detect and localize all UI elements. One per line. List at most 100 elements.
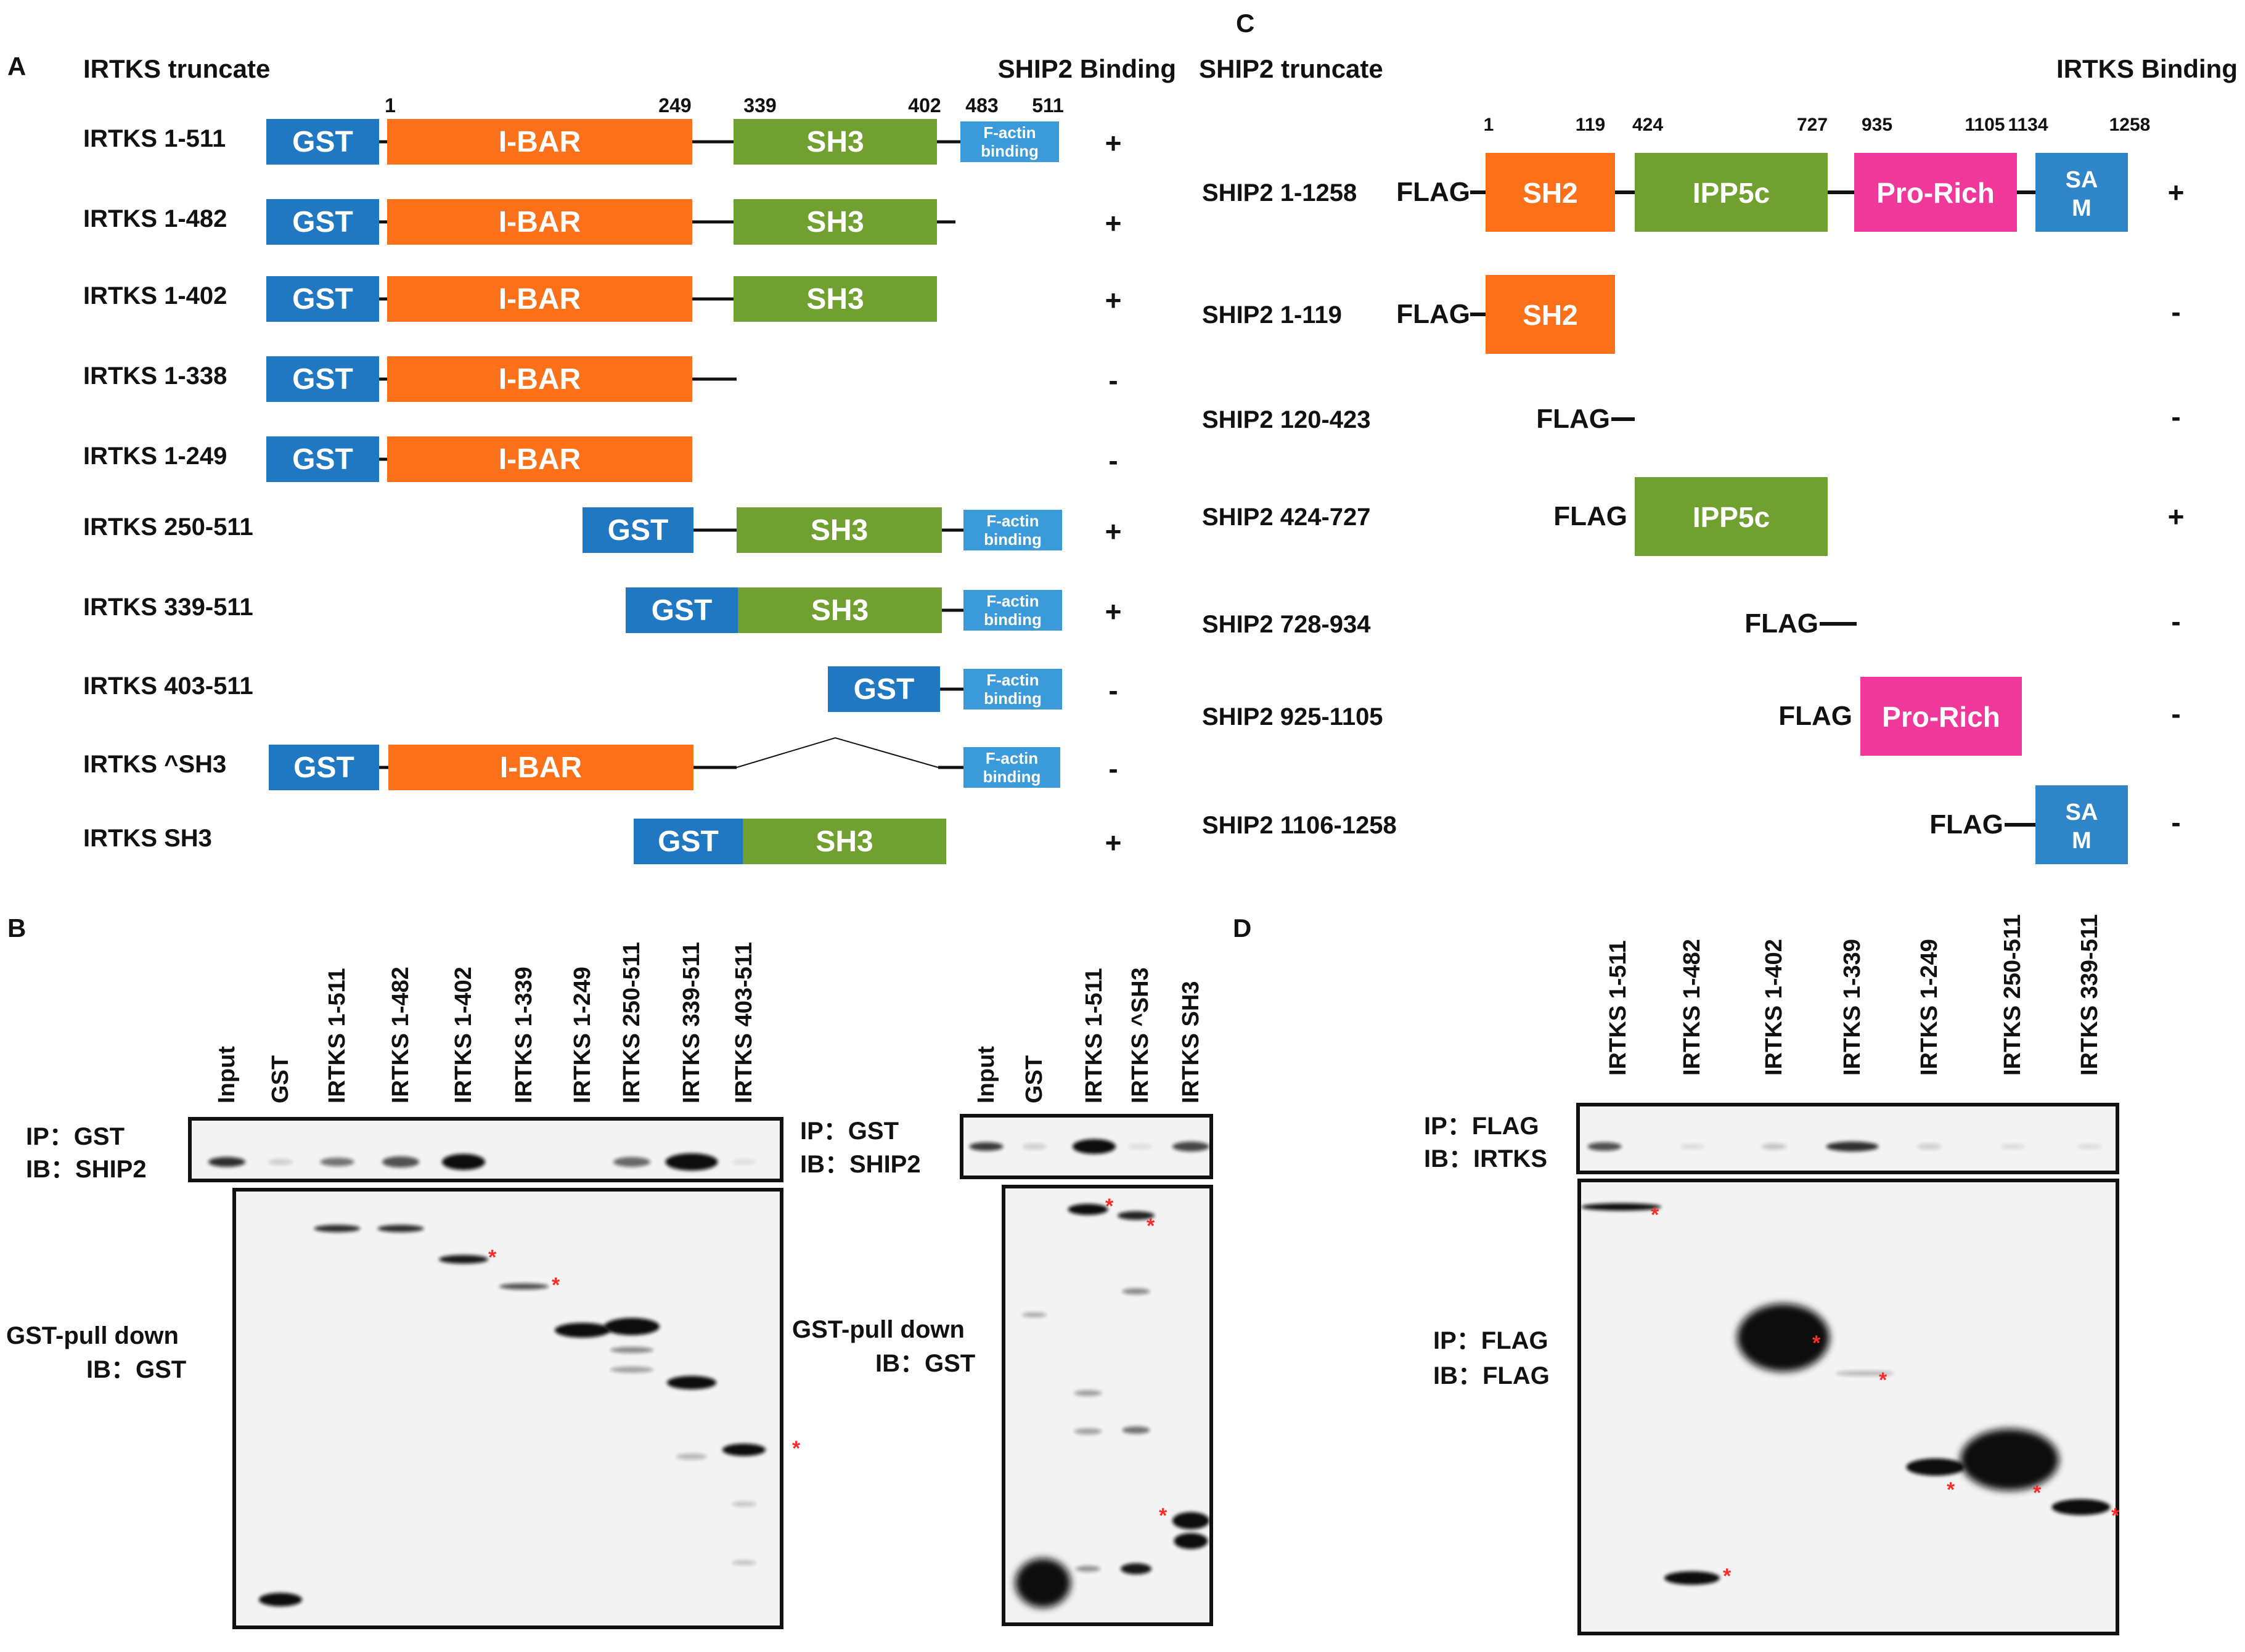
ib-flag-label: IB：FLAG (1433, 1362, 1550, 1389)
gst-band (610, 1367, 653, 1373)
ibar-domain-label: I-BAR (499, 126, 581, 158)
binding-result-a: - (1108, 444, 1118, 476)
panel-letter-d: D (1233, 914, 1251, 943)
ship2-band (442, 1154, 485, 1170)
asterisk-marker: * (1651, 1203, 1659, 1227)
binding-result-a: + (1105, 284, 1122, 316)
construct-label-c: SHIP2 925-1105 (1202, 703, 1383, 730)
gst-domain-label: GST (292, 363, 353, 396)
lane-label: IRTKS 339-511 (679, 942, 705, 1103)
gst-domain (266, 199, 379, 245)
position-label: 339 (743, 94, 776, 117)
construct-label-a: IRTKS 1-511 (83, 125, 226, 152)
gst-band (722, 1444, 766, 1456)
ip-label: IP：GST (800, 1118, 899, 1145)
construct-label-a: IRTKS SH3 (83, 825, 212, 852)
gst-band (555, 1323, 610, 1338)
construct-label-c: SHIP2 1106-1258 (1202, 812, 1397, 839)
construct-label-c: SHIP2 1-119 (1202, 301, 1342, 329)
factin-label-1: F-actin (986, 749, 1038, 767)
sh3-domain (734, 199, 937, 245)
gst-band (499, 1283, 549, 1290)
asterisk-marker: * (1947, 1478, 1955, 1502)
position-label: 249 (658, 94, 691, 117)
binding-result-c: + (2168, 176, 2185, 208)
gst-band (732, 1502, 756, 1507)
blot-frame-ship2-left (188, 1117, 783, 1182)
ip-label: IP：FLAG (1424, 1113, 1539, 1140)
blot-frame-flag (1577, 1179, 2119, 1635)
ipp5c-domain-label: IPP5c (1693, 501, 1770, 533)
sh3-domain-label: SH3 (816, 825, 873, 858)
asterisk-marker: * (1159, 1504, 1167, 1527)
gst-band (1172, 1512, 1209, 1529)
gst-domain (266, 436, 379, 482)
panel-a-title: IRTKS truncate (83, 54, 270, 83)
factin-label-2: binding (981, 142, 1039, 160)
lane-label: IRTKS 250-511 (619, 942, 645, 1103)
sh2-domain (1486, 275, 1615, 354)
gst-band (1174, 1533, 1208, 1549)
position-label: 1134 (2008, 115, 2048, 135)
lane-label: IRTKS ^SH3 (1127, 967, 1153, 1103)
ship2-band (1073, 1139, 1116, 1154)
ibar-domain (387, 199, 692, 245)
prorich-domain (1854, 153, 2017, 232)
panel-c-title: SHIP2 truncate (1199, 54, 1383, 83)
pulldown-label: GST-pull down (792, 1316, 965, 1343)
flag-band (1737, 1304, 1830, 1372)
gst-band (314, 1225, 361, 1232)
sh3-domain-label: SH3 (811, 514, 868, 547)
binding-result-c: - (2171, 296, 2180, 328)
asterisk-marker: * (552, 1274, 560, 1297)
position-label: 119 (1576, 115, 1605, 135)
flag-tag-label: FLAG (1929, 809, 2003, 840)
gst-domain-label: GST (292, 283, 353, 316)
lane-label: IRTKS 1-249 (570, 967, 595, 1103)
asterisk-marker: * (2111, 1504, 2120, 1527)
binding-result-c: - (2171, 605, 2180, 637)
lane-label: IRTKS 339-511 (2077, 914, 2103, 1076)
binding-result-a: + (1105, 595, 1122, 628)
flag-band (2051, 1499, 2111, 1515)
gst-domain-label: GST (652, 594, 713, 627)
sh3-domain-label: SH3 (811, 594, 869, 627)
gst-domain-label: GST (292, 126, 353, 158)
ship2-band (665, 1153, 718, 1171)
construct-label-c: SHIP2 1-1258 (1202, 179, 1357, 206)
binding-result-c: - (2171, 806, 2180, 838)
blot-frame-irtks (1576, 1103, 2119, 1174)
flag-tag-label: FLAG (1744, 608, 1818, 639)
flag-tag-label: FLAG (1553, 501, 1627, 531)
construct-label-a: IRTKS 339-511 (83, 594, 253, 621)
irtks-band (1917, 1143, 1942, 1150)
factin-binding-domain (963, 510, 1062, 550)
prorich-domain-label: Pro-Rich (1876, 177, 1995, 209)
sh2-domain-label: SH2 (1523, 177, 1577, 209)
construct-label-a: IRTKS 250-511 (83, 513, 253, 541)
lane-label: IRTKS 1-511 (1081, 968, 1107, 1103)
gst-domain-label: GST (292, 443, 353, 476)
gst-band (439, 1255, 488, 1264)
ship2-band (1128, 1143, 1153, 1150)
position-label: 727 (1797, 115, 1828, 135)
lane-label: IRTKS SH3 (1178, 981, 1204, 1103)
ip-label: IP：FLAG (1433, 1327, 1548, 1354)
ship2-band (1172, 1142, 1209, 1151)
construct-label-a: IRTKS 1-402 (83, 282, 227, 309)
ship2-band (320, 1158, 354, 1166)
prorich-domain (1860, 677, 2022, 756)
panel-letter-a: A (7, 52, 26, 81)
lane-label: Input (973, 1046, 999, 1103)
position-label: 402 (908, 94, 941, 117)
ibar-domain (387, 356, 692, 402)
binding-result-c: - (2171, 401, 2180, 433)
sh3-domain-label: SH3 (806, 206, 864, 239)
ib-gst-label: IB：GST (875, 1350, 975, 1377)
asterisk-marker: * (1723, 1564, 1732, 1588)
gst-domain (583, 507, 693, 553)
ibar-domain (388, 745, 693, 790)
